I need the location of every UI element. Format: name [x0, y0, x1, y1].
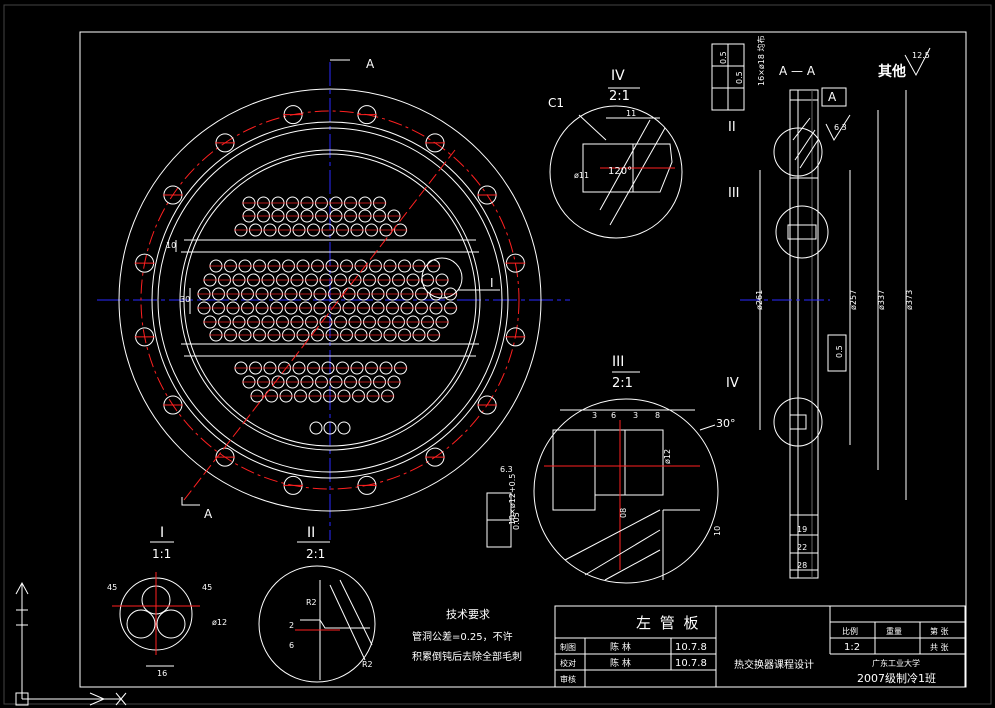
gap-dim: 10 [166, 241, 176, 250]
detail-iii-angle: 30° [716, 417, 736, 430]
datum-label: A [828, 90, 837, 104]
detail-i-bubble [421, 257, 463, 299]
roughness-top: 12.5 [912, 51, 930, 60]
detail-iii-depth: 10 [713, 526, 722, 536]
detail-i [112, 541, 200, 667]
drawn-name: 陈 林 [610, 641, 631, 653]
detail-iii-tol-note: 10×ø12+0.5 [508, 474, 517, 525]
detail-iv-width: 11 [626, 109, 636, 118]
sheets-label: 共 张 [930, 643, 949, 652]
shell-inner-circle [179, 149, 481, 451]
dia-261: ø261 [755, 290, 764, 310]
reviewed-label: 审核 [560, 674, 576, 684]
detail-iii-title: III [612, 354, 624, 370]
detail-ii-marker: II [728, 120, 736, 135]
dia-257: ø257 [849, 290, 858, 310]
dia-337: ø337 [877, 290, 886, 310]
detail-iv-dia: ø11 [574, 171, 589, 180]
section-cut-line [183, 149, 456, 501]
detail-i-width: 16 [157, 669, 167, 678]
scale-value: 1:2 [844, 642, 860, 653]
width-22: 22 [797, 543, 807, 552]
sheet-label: 第 张 [930, 626, 949, 636]
detail-ii-dim-b: 2 [289, 621, 294, 630]
tol-note: 16×ø18 均布 [756, 36, 766, 87]
detail-iv [549, 87, 683, 239]
detail-i-marker: I [490, 276, 494, 290]
class-name: 2007级制冷1班 [857, 672, 936, 685]
tol-a: 0.5 [719, 51, 728, 64]
dia-373: ø373 [905, 290, 914, 310]
viewport-border [3, 4, 992, 705]
detail-iii-scale: 2:1 [612, 376, 633, 391]
detail-iii [486, 371, 719, 584]
checked-label: 校对 [560, 658, 576, 668]
detail-i-dim-a: 45 [107, 583, 117, 592]
detail-iv-title: IV [611, 68, 625, 84]
detail-ii [258, 541, 376, 683]
detail-iv-marker: IV [726, 376, 739, 391]
detail-iii-roughness: 6.3 [500, 465, 513, 474]
detail-ii-title: II [307, 525, 315, 541]
roughness-side: 6.3 [834, 123, 847, 132]
cut-label-top: A [366, 57, 375, 71]
detail-iii-dia: ø12 [663, 449, 672, 464]
width-19: 19 [797, 525, 807, 534]
detail-iv-angle: 120° [608, 166, 632, 177]
tol-b: 0.5 [735, 71, 744, 84]
gasket-circle [157, 127, 503, 473]
bolt-holes [134, 105, 526, 495]
detail-iv-chamfer: C1 [548, 96, 564, 110]
detail-i-scale: 1:1 [152, 547, 171, 561]
tech-req-line2: 积累倒钝后去除全部毛刺 [412, 650, 522, 663]
weight-label: 重量 [886, 626, 902, 636]
detail-ii-scale: 2:1 [306, 547, 325, 561]
project-name: 热交换器课程设计 [734, 658, 814, 671]
detail-iii-bottom: 08 [619, 508, 628, 518]
detail-iv-scale: 2:1 [609, 89, 630, 104]
flange-outer-circle [118, 88, 542, 512]
detail-ii-dim-d: R2 [362, 660, 373, 669]
bolt-pitch-circle [140, 110, 520, 490]
cut-label-bottom: A [204, 507, 213, 521]
others-label: 其他 [878, 63, 906, 80]
row-dim: 30 [180, 295, 190, 304]
detail-iii-dim-2: 6 [611, 411, 616, 420]
detail-iii-marker: III [728, 186, 740, 201]
detail-ii-dim-a: R2 [306, 598, 317, 607]
width-28: 28 [797, 561, 807, 570]
detail-i-dia: ø12 [212, 618, 227, 627]
flatness-value: 0.5 [835, 345, 844, 358]
tech-req-title: 技术要求 [446, 608, 490, 621]
tube-holes [197, 196, 458, 435]
sheet-frame [79, 31, 967, 688]
section-aa-label: A — A [779, 64, 816, 78]
school-name: 广东工业大学 [872, 658, 920, 668]
section-aa [711, 43, 931, 579]
ucs-icon [15, 581, 127, 706]
drawn-label: 制图 [560, 642, 576, 652]
detail-i-title: I [160, 525, 164, 541]
detail-iii-dim-4: 8 [655, 411, 660, 420]
checked-name: 陈 林 [610, 657, 631, 669]
detail-iii-tol-value: 0.05 [512, 512, 521, 530]
detail-ii-dim-c: 6 [289, 641, 294, 650]
tube-limit-circle [183, 153, 477, 447]
detail-iii-dim-3: 3 [633, 411, 638, 420]
title-block [554, 605, 966, 688]
main-view [97, 59, 570, 540]
part-name: 左 管 板 [636, 614, 701, 632]
sealing-circle [151, 121, 509, 479]
checked-date: 10.7.8 [675, 658, 707, 669]
detail-i-dim-b: 45 [202, 583, 212, 592]
detail-iii-dim-1: 3 [592, 411, 597, 420]
tech-req-line1: 管洞公差=0.25，不许 [412, 630, 513, 643]
scale-label: 比例 [842, 626, 858, 636]
drawn-date: 10.7.8 [675, 642, 707, 653]
